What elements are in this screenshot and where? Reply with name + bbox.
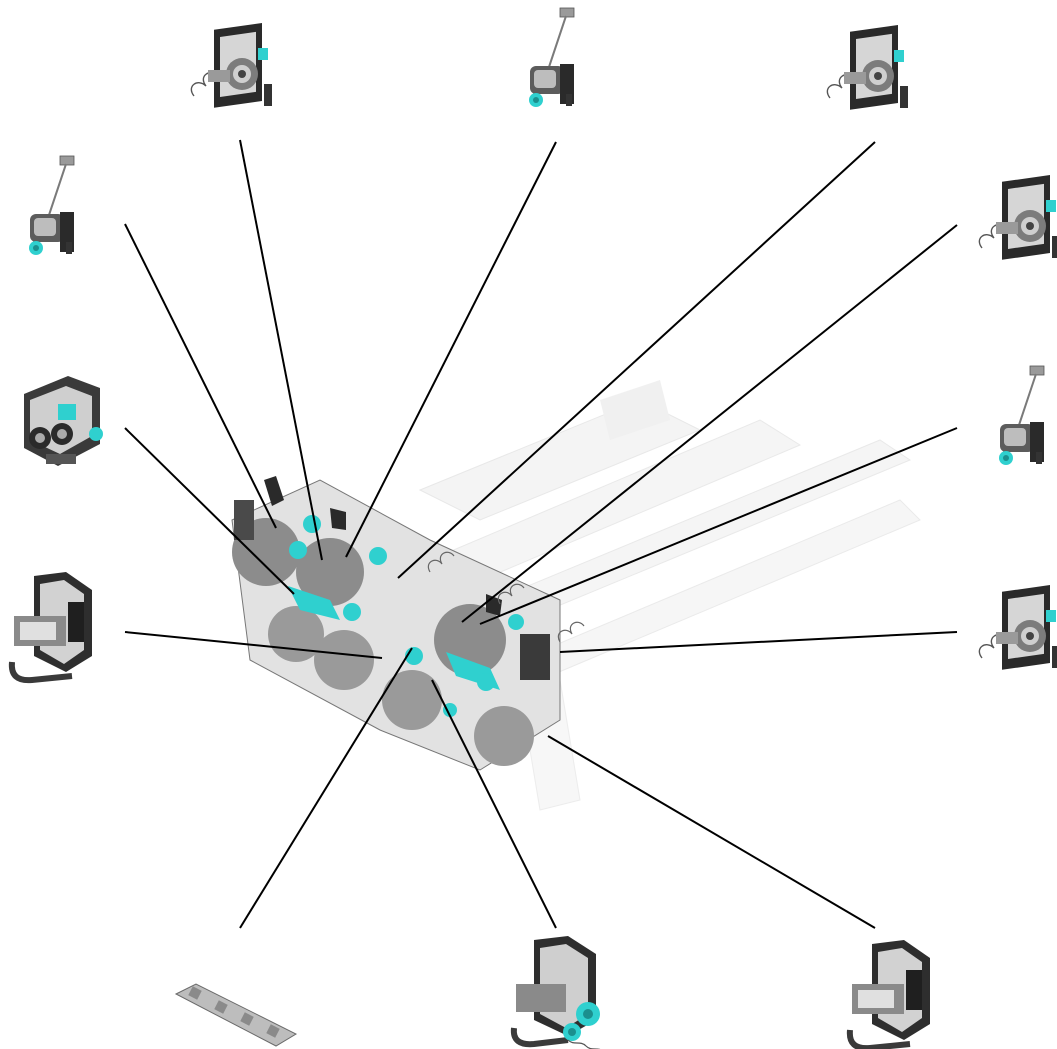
lever-arm-solenoid-icon [528,7,575,108]
linkage-rail-icon [175,983,297,1047]
flange-with-spring-icon [978,584,1057,671]
gear-bracket-assembly-icon [24,376,103,466]
leader-line [239,139,323,561]
flange-with-spring-icon [190,22,273,109]
leader-line [239,647,413,929]
drive-gear-assembly-icon [231,476,585,771]
gear-motor-bracket-icon [514,936,604,1049]
leader-line [124,631,383,659]
motor-bracket-assembly-icon [12,572,92,680]
leader-line [345,141,557,558]
leader-line [479,427,958,625]
leader-line [124,427,295,595]
flange-with-spring-icon [978,174,1057,261]
lever-arm-solenoid-icon [28,155,75,256]
leader-line [397,141,876,579]
flange-with-spring-icon [826,24,909,111]
leader-lines [124,139,958,929]
leader-line [431,679,557,929]
leader-line [547,735,876,929]
leader-line [124,223,277,529]
leader-line [461,224,958,623]
lever-arm-solenoid-icon [998,365,1045,466]
motor-bracket-assembly-icon [850,940,930,1048]
leader-line [559,631,958,653]
